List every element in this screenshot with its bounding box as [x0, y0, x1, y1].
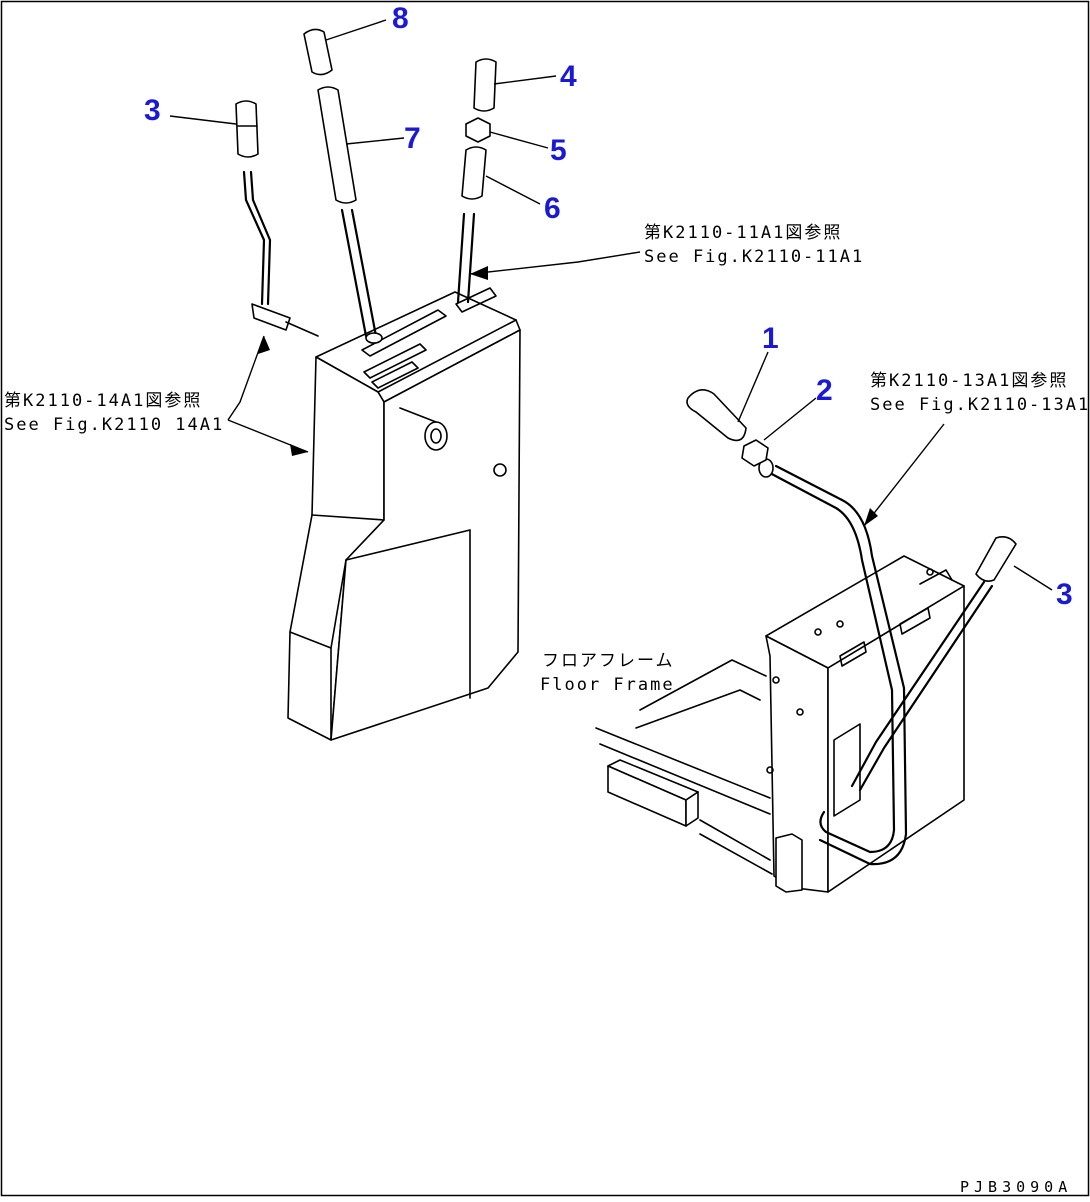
leader-lines [169, 19, 1053, 591]
floor-frame-label-english: Floor Frame [540, 675, 675, 695]
callout-5: 5 [550, 134, 567, 167]
callout-1: 1 [762, 322, 779, 355]
callout-6: 6 [544, 192, 561, 225]
callout-8: 8 [392, 2, 409, 35]
nut-5 [465, 117, 491, 143]
control-console [287, 287, 521, 741]
reference-11a1-japanese: 第K2110-11A1図参照 [644, 223, 842, 243]
floor-frame [595, 555, 965, 893]
callout-3-left: 3 [144, 94, 161, 127]
reference-14a1-japanese: 第K2110-14A1図参照 [4, 391, 202, 411]
drawing-code: PJB3090A [960, 1178, 1072, 1196]
callout-3-right: 3 [1056, 578, 1073, 611]
nut-2 [741, 439, 769, 467]
callout-2: 2 [816, 374, 833, 407]
reference-13a1-english: See Fig.K2110-13A1 [870, 395, 1090, 415]
callout-7: 7 [404, 122, 421, 155]
reference-13a1-japanese: 第K2110-13A1図参照 [870, 371, 1068, 391]
lever-3-right [850, 536, 1017, 792]
reference-11a1-english: See Fig.K2110-11A1 [644, 247, 864, 267]
lever-3-left [235, 100, 319, 337]
knob-8 [303, 28, 333, 76]
callout-4: 4 [560, 60, 577, 93]
grip-1 [686, 389, 747, 442]
reference-14a1-english: See Fig.K2110 14A1 [4, 415, 224, 435]
lever-6 [456, 146, 487, 304]
lever-7 [317, 86, 383, 344]
floor-frame-label-japanese: フロアフレーム [542, 651, 675, 671]
knob-4 [473, 58, 497, 112]
